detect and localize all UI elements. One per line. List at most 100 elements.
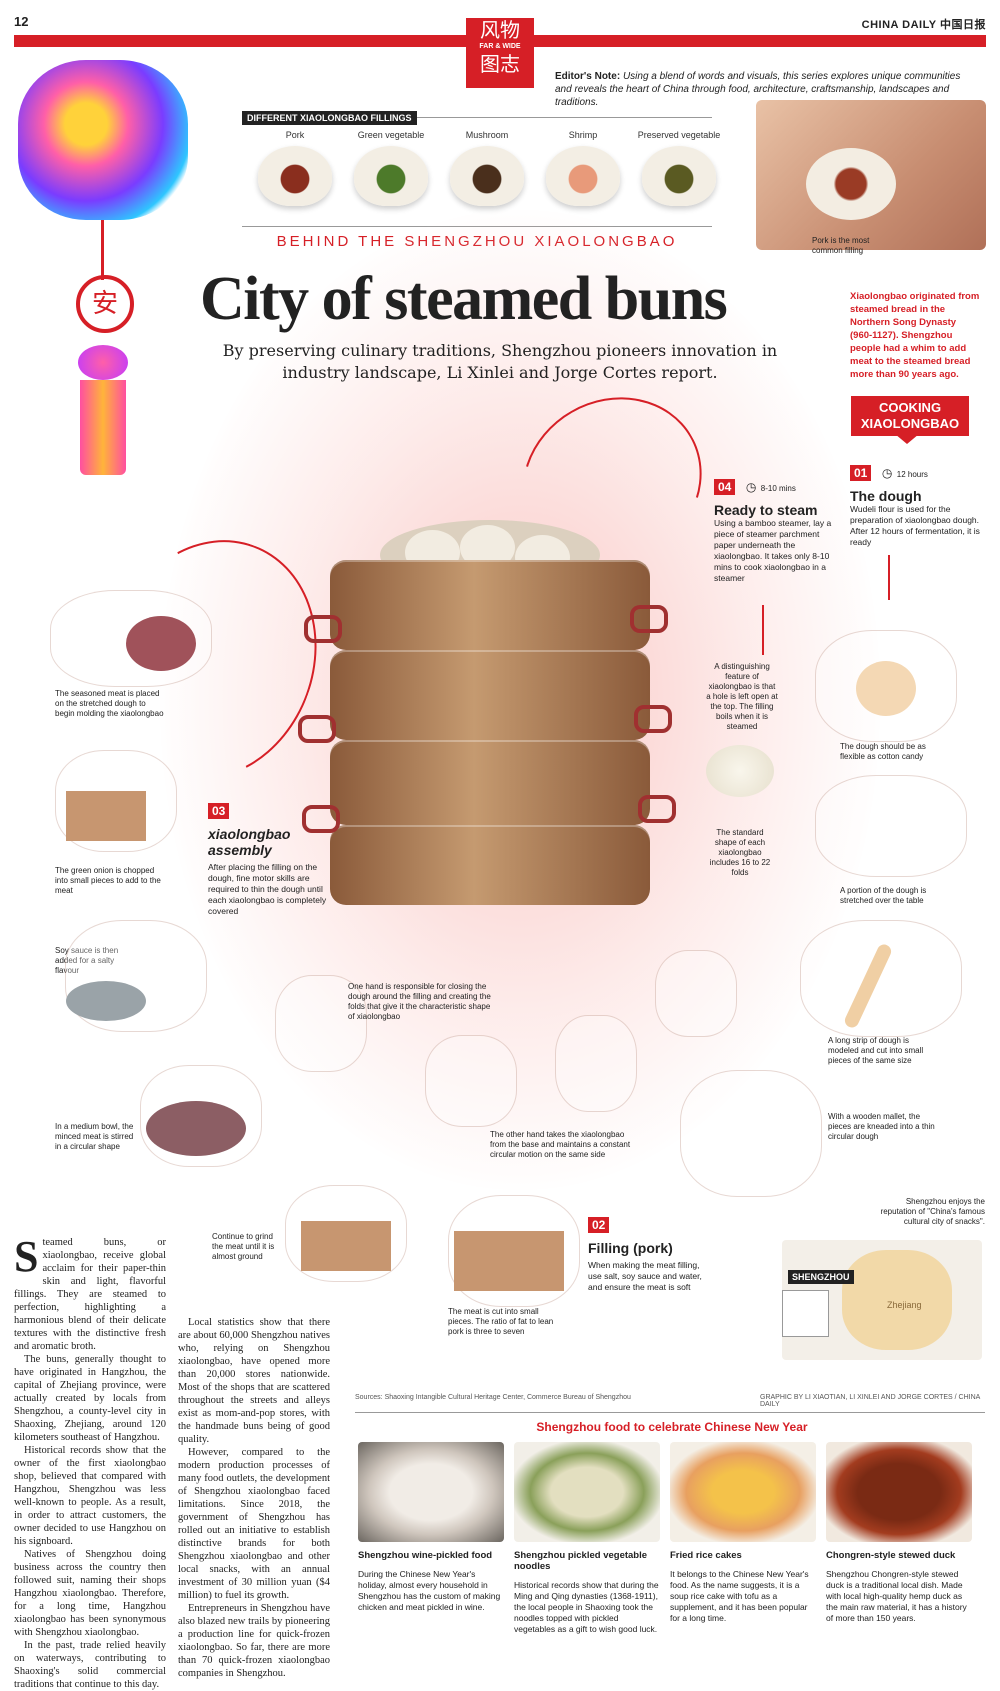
note-grind: Continue to grind the meat until it is a… <box>212 1232 275 1261</box>
article-paragraph: In the past, trade relied heavily on wat… <box>14 1640 166 1690</box>
food-card: Shengzhou pickled vegetable noodles Hist… <box>514 1442 660 1635</box>
food-photo <box>514 1442 660 1542</box>
note-dough-2: A portion of the dough is stretched over… <box>840 886 927 905</box>
editors-note: Editor's Note: Using a blend of words an… <box>555 70 975 109</box>
step-03: 03 xiaolongbao assembly After placing th… <box>208 802 328 917</box>
photo-caption: Pork is the most common filling <box>812 236 870 255</box>
assembly-illustration <box>655 950 737 1037</box>
note-otherhand: The other hand takes the xiaolongbao fro… <box>490 1130 631 1159</box>
step-time: 8-10 mins <box>760 484 796 493</box>
article-col-1: S teamed buns, or xiaolongbao, receive g… <box>14 1232 166 1691</box>
food-text: During the Chinese New Year's holiday, a… <box>358 1569 501 1612</box>
food-text: Shengzhou Chongren-style stewed duck is … <box>826 1569 967 1623</box>
history-note: Xiaolongbao originated from steamed brea… <box>850 291 980 380</box>
steamer-handle <box>630 605 668 633</box>
note-dough-4: With a wooden mallet, the pieces are kne… <box>828 1112 935 1141</box>
bun-icon <box>354 146 428 206</box>
zhejiang-map: Zhejiang <box>782 1240 982 1360</box>
seal-bottom: 图志 <box>480 52 520 76</box>
steamer-handle <box>304 615 342 643</box>
assembly-illustration <box>555 1015 637 1112</box>
article-paragraph: teamed buns, or xiaolongbao, receive glo… <box>14 1237 166 1352</box>
steamer-tier <box>330 560 650 650</box>
food-card: Shengzhou wine-pickled food During the C… <box>358 1442 504 1613</box>
bun-icon <box>706 745 774 797</box>
steamer-handle <box>298 715 336 743</box>
food-title: Fried rice cakes <box>670 1550 742 1561</box>
bamboo-steamer <box>298 515 676 915</box>
graphic-credit: GRAPHIC BY LI XIAOTIAN, LI XINLEI AND JO… <box>760 1394 980 1408</box>
step-number: 03 <box>208 803 230 819</box>
fillings-label: DIFFERENT XIAOLONGBAO FILLINGS <box>242 111 417 125</box>
cooking-label: COOKING XIAOLONGBAO <box>851 396 969 436</box>
editors-note-label: Editor's Note: <box>555 71 621 82</box>
step-number: 01 <box>850 465 872 481</box>
step-text: When making the meat filling, use salt, … <box>588 1260 702 1292</box>
filling-item: Shrimp <box>538 130 628 212</box>
steamer-tier <box>330 740 650 825</box>
food-photo <box>670 1442 816 1542</box>
assembly-illustration <box>425 1035 517 1127</box>
map-note: Shengzhou enjoys the reputation of "Chin… <box>880 1197 985 1226</box>
food-photo <box>358 1442 504 1542</box>
food-heading: Shengzhou food to celebrate Chinese New … <box>536 1420 808 1434</box>
step-time: 12 hours <box>896 470 928 479</box>
bun-icon <box>546 146 620 206</box>
note-onehand: One hand is responsible for closing the … <box>348 982 491 1021</box>
headline: City of steamed buns <box>200 265 728 333</box>
filling-item: Green vegetable <box>346 130 436 212</box>
column-seal: 风物 FAR & WIDE 图志 <box>466 18 534 88</box>
province-label: Zhejiang <box>887 1300 922 1310</box>
filling-label: Shrimp <box>568 130 598 140</box>
stirring-illustration <box>140 1065 262 1167</box>
dough-illustration <box>815 630 957 742</box>
dropcap: S <box>14 1232 39 1281</box>
step-title: Filling (pork) <box>588 1240 673 1256</box>
food-title: Shengzhou wine-pickled food <box>358 1550 493 1561</box>
steamer-tier <box>330 650 650 740</box>
dough-illustration <box>800 920 962 1037</box>
step-text: After placing the filling on the dough, … <box>208 862 327 916</box>
fillings-rule <box>242 117 712 118</box>
masthead: CHINA DAILY 中国日报 <box>861 19 986 31</box>
steamer-handle <box>638 795 676 823</box>
food-text: Historical records show that during the … <box>514 1580 659 1634</box>
article-paragraph: Historical records show that the owner o… <box>14 1445 166 1547</box>
filling-label: Mushroom <box>465 130 509 140</box>
city-label: SHENGZHOU <box>788 1270 854 1284</box>
step-number: 04 <box>714 479 736 495</box>
clock-icon: ◷ <box>881 466 893 480</box>
filling-item: Mushroom <box>442 130 532 212</box>
food-card: Chongren-style stewed duck Shengzhou Cho… <box>826 1442 972 1624</box>
dough-illustration <box>815 775 967 877</box>
soy-illustration <box>65 920 207 1032</box>
article-paragraph: Natives of Shengzhou doing business acro… <box>14 1549 166 1638</box>
step-title: The dough <box>850 488 922 504</box>
food-rule <box>355 1412 985 1413</box>
step-02: 02 Filling (pork) When making the meat f… <box>588 1216 708 1293</box>
note-stir: In a medium bowl, the minced meat is sti… <box>55 1122 134 1151</box>
step-title: Ready to steam <box>714 502 818 518</box>
lantern-ornament-icon: 安 <box>18 60 188 480</box>
note-dough-1: The dough should be as flexible as cotto… <box>840 742 926 761</box>
food-card: Fried rice cakes It belongs to the Chine… <box>670 1442 816 1624</box>
food-text: It belongs to the Chinese New Year's foo… <box>670 1569 809 1623</box>
assembly-illustration <box>275 975 367 1072</box>
food-title: Shengzhou pickled vegetable noodles <box>514 1550 648 1572</box>
article-paragraph: Entrepreneurs in Shengzhou have also bla… <box>178 1603 330 1679</box>
bun-icon <box>450 146 524 206</box>
filling-item: Preserved vegetable <box>634 130 724 212</box>
filling-item: Pork <box>250 130 340 212</box>
seal-sub: FAR & WIDE <box>479 43 521 50</box>
steamer-handle <box>634 705 672 733</box>
note-cut: The meat is cut into small pieces. The r… <box>448 1307 554 1336</box>
article-paragraph: The buns, generally thought to have orig… <box>14 1354 166 1443</box>
note-folds: The standard shape of each xiaolongbao i… <box>709 828 771 877</box>
step-text: Using a bamboo steamer, lay a piece of s… <box>714 518 832 583</box>
note-dough-3: A long strip of dough is modeled and cut… <box>828 1036 924 1065</box>
page-number: 12 <box>14 14 29 29</box>
article-paragraph: Local statistics show that there are abo… <box>178 1317 330 1445</box>
molding-illustration <box>50 590 212 687</box>
chopping-illustration <box>55 750 177 852</box>
note-onion: The green onion is chopped into small pi… <box>55 866 161 895</box>
